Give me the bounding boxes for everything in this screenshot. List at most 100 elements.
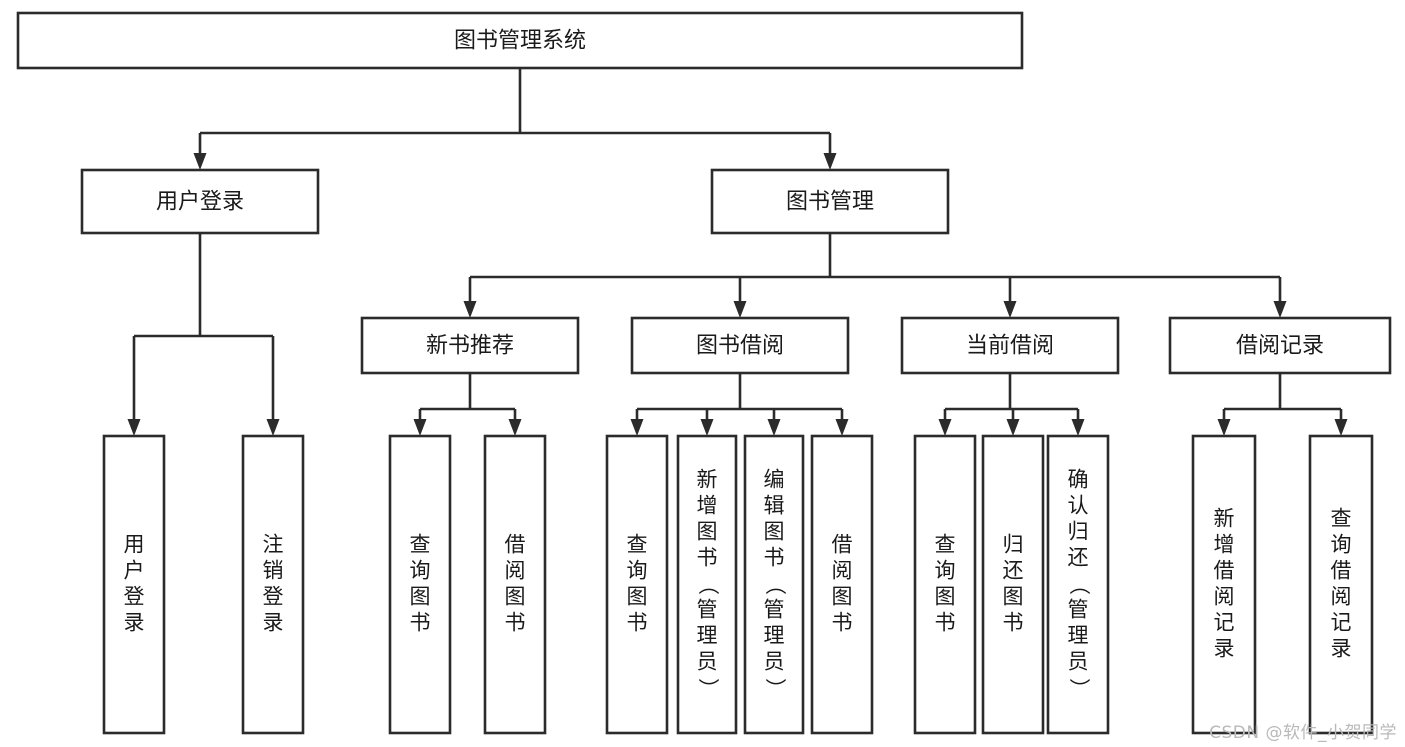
- arrow-head-icon: [463, 301, 477, 318]
- node-label-char: 员: [1068, 650, 1089, 674]
- node-label-char: 户: [124, 559, 145, 583]
- node-box-leaf-borrow-book-1: [483, 434, 547, 735]
- node-book-manage[interactable]: 图书管理: [710, 168, 950, 235]
- node-label-char: 辑: [764, 494, 785, 518]
- arrow-head-icon: [835, 419, 849, 436]
- node-label-char: 录: [1331, 637, 1352, 661]
- node-box-root: [16, 11, 1024, 70]
- node-label-char: 图: [627, 585, 648, 609]
- node-label-char: 注: [263, 533, 284, 557]
- arrow-head-icon: [733, 301, 747, 318]
- node-label-char: 管: [697, 598, 718, 622]
- node-label-char: 询: [1331, 533, 1352, 557]
- node-label-char: 图: [1003, 585, 1024, 609]
- node-box-leaf-borrow-book-2: [810, 434, 874, 735]
- node-label-char: 书: [505, 611, 526, 635]
- node-label-char: 归: [1003, 533, 1024, 557]
- node-label-char: 录: [1214, 637, 1235, 661]
- node-label-char: 登: [263, 585, 284, 609]
- node-label-char: （: [1067, 574, 1091, 595]
- arrow-head-icon: [193, 153, 207, 170]
- node-box-book-manage: [710, 168, 950, 235]
- node-book-borrow[interactable]: 图书借阅: [630, 316, 850, 375]
- arrow-head-icon: [127, 419, 141, 436]
- node-label-char: 录: [124, 611, 145, 635]
- node-label-char: 增: [1214, 533, 1235, 557]
- node-label-char: 员: [764, 650, 785, 674]
- node-label-char: 认: [1068, 494, 1089, 518]
- node-label-char: 新: [697, 468, 718, 492]
- arrow-head-icon: [1003, 301, 1017, 318]
- node-label-char: 阅: [1331, 585, 1352, 609]
- node-box-book-borrow: [630, 316, 850, 375]
- node-label-char: 还: [1003, 559, 1024, 583]
- node-label-char: 销: [263, 559, 284, 583]
- node-label-char: 员: [697, 650, 718, 674]
- node-label-char: 借: [505, 533, 526, 557]
- node-label-root: 图书管理系统: [454, 29, 586, 54]
- node-label-char: 阅: [832, 559, 853, 583]
- node-box-leaf-query-book-2: [605, 434, 669, 735]
- node-label-char: 查: [627, 533, 648, 557]
- node-label-char: 阅: [505, 559, 526, 583]
- node-label-book-manage: 图书管理: [786, 190, 874, 215]
- connectors-layer: [127, 68, 1348, 436]
- node-leaf-user-login[interactable]: 用户登录: [102, 434, 166, 735]
- node-label-char: 借: [1331, 559, 1352, 583]
- node-label-char: 编: [764, 468, 785, 492]
- node-label-char: 用: [124, 533, 145, 557]
- arrow-head-icon: [1071, 419, 1085, 436]
- node-label-char: 理: [697, 624, 718, 648]
- arrow-head-icon: [508, 419, 522, 436]
- node-user-login[interactable]: 用户登录: [80, 168, 320, 235]
- node-label-char: 借: [832, 533, 853, 557]
- node-label-user-login: 用户登录: [156, 190, 244, 215]
- node-label-char: 记: [1214, 611, 1235, 635]
- node-label-char: 理: [1068, 624, 1089, 648]
- node-label-char: 阅: [1214, 585, 1235, 609]
- node-label-book-borrow: 图书借阅: [696, 334, 784, 359]
- arrow-head-icon: [1273, 301, 1287, 318]
- arrow-head-icon: [1217, 419, 1231, 436]
- node-label-char: 管: [1068, 598, 1089, 622]
- arrow-head-icon: [938, 419, 952, 436]
- node-box-leaf-user-login: [102, 434, 166, 735]
- arrow-head-icon: [630, 419, 644, 436]
- node-label-char: 增: [697, 494, 718, 518]
- node-label-char: 登: [124, 585, 145, 609]
- node-label-char: 借: [1214, 559, 1235, 583]
- node-box-user-login: [80, 168, 320, 235]
- node-root[interactable]: 图书管理系统: [16, 11, 1024, 70]
- node-label-char: 录: [263, 611, 284, 635]
- node-box-leaf-edit-book: [743, 434, 805, 735]
- node-label-char: 图: [697, 520, 718, 544]
- node-label-char: 图: [505, 585, 526, 609]
- node-label-char: ）: [696, 678, 720, 699]
- node-label-char: 图: [832, 585, 853, 609]
- arrow-head-icon: [767, 419, 781, 436]
- node-label-char: 记: [1331, 611, 1352, 635]
- node-borrow-record[interactable]: 借阅记录: [1168, 316, 1392, 375]
- arrow-head-icon: [413, 419, 427, 436]
- node-label-char: 图: [764, 520, 785, 544]
- node-new-book-rec[interactable]: 新书推荐: [360, 316, 580, 375]
- node-box-leaf-query-book-1: [388, 434, 452, 735]
- node-label-char: （: [696, 574, 720, 595]
- arrow-head-icon: [1334, 419, 1348, 436]
- node-current-borrow[interactable]: 当前借阅: [900, 316, 1120, 375]
- node-box-leaf-query-record: [1308, 434, 1374, 735]
